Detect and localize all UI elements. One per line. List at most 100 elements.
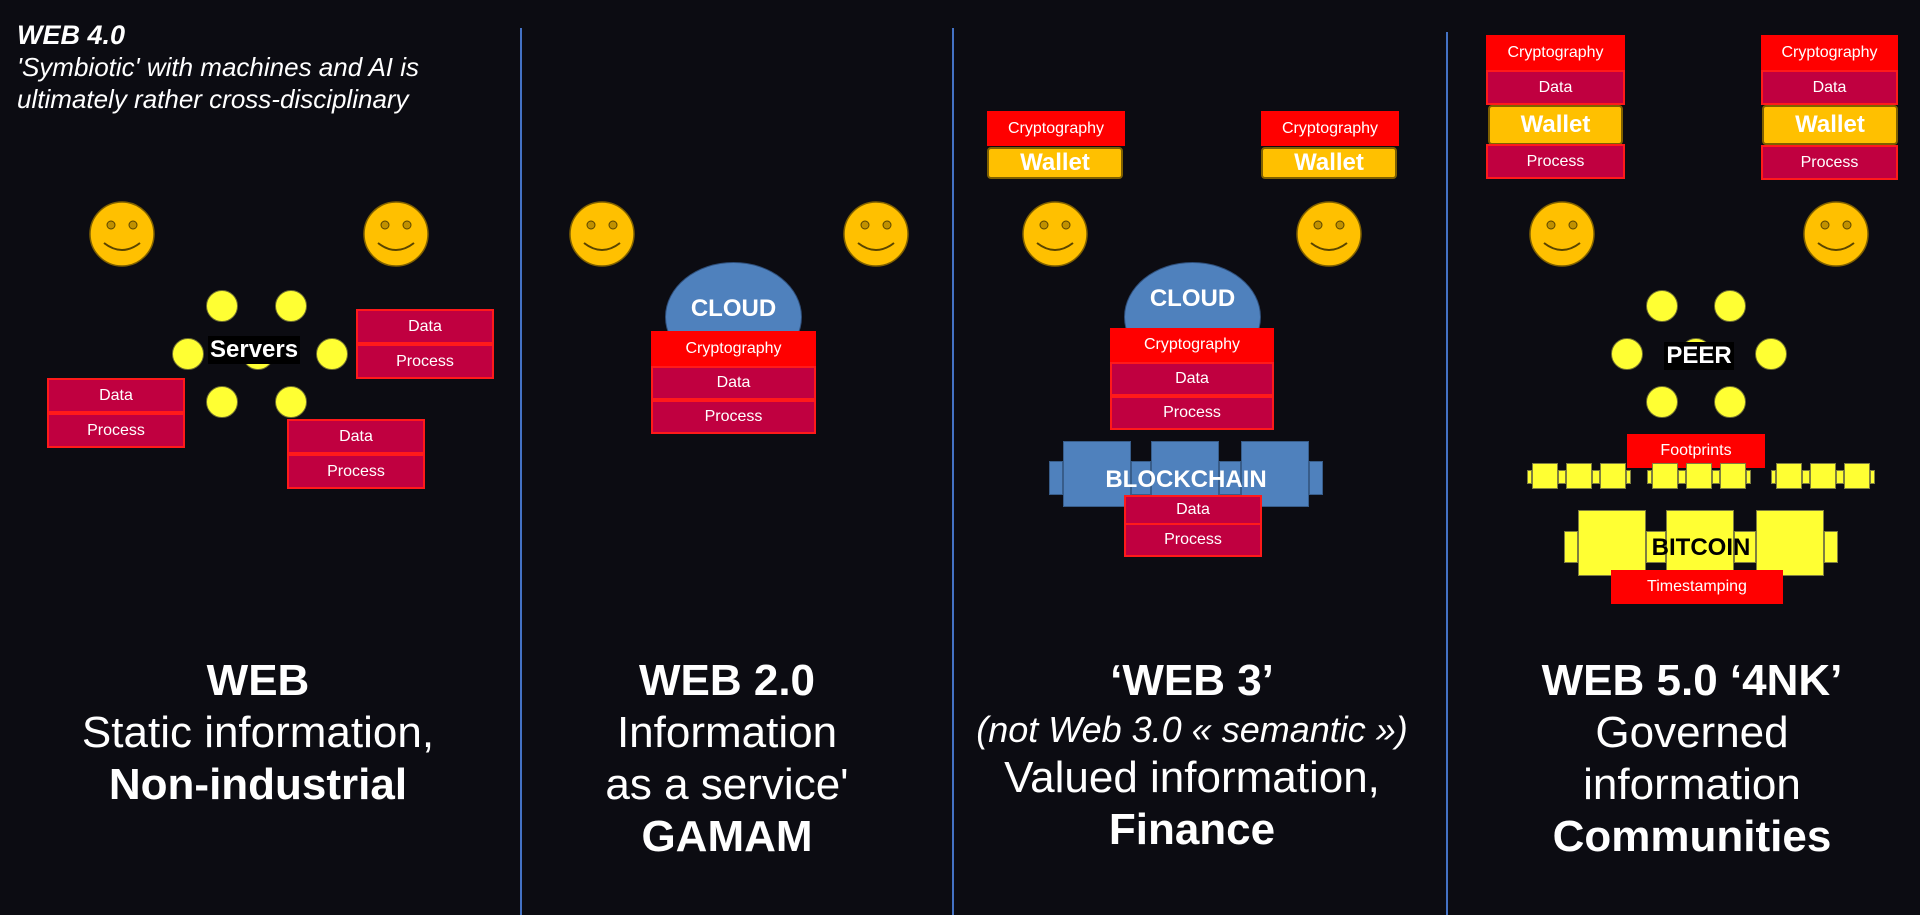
wallet-box: Wallet bbox=[1488, 105, 1623, 145]
data-box: Data bbox=[1110, 362, 1274, 396]
chain-block-icon bbox=[1666, 510, 1734, 576]
node-circle-icon bbox=[1611, 338, 1643, 370]
cryptography-box: Cryptography bbox=[1261, 111, 1399, 146]
smiley-face-icon bbox=[1529, 201, 1595, 267]
cryptography-box: Cryptography bbox=[1486, 35, 1625, 70]
chain-block-icon bbox=[1652, 463, 1678, 489]
title-line: information bbox=[1583, 760, 1801, 809]
chain-block-icon bbox=[1532, 463, 1558, 489]
title-line: (not Web 3.0 « semantic ») bbox=[976, 709, 1408, 750]
node-circle-icon bbox=[1646, 290, 1678, 322]
title-line: as a service' bbox=[605, 760, 849, 809]
process-box: Process bbox=[1110, 396, 1274, 430]
column-title-web2: WEB 2.0 Information as a service' GAMAM bbox=[567, 655, 887, 863]
data-box: Data bbox=[1486, 70, 1625, 105]
chain-block-icon bbox=[1771, 470, 1776, 484]
wallet-box: Wallet bbox=[1261, 147, 1397, 179]
chain-block-icon bbox=[1836, 470, 1844, 484]
chain-block-icon bbox=[1734, 531, 1756, 563]
chain-block-icon bbox=[1647, 470, 1652, 484]
node-circle-icon bbox=[1646, 386, 1678, 418]
title-line: Static information, bbox=[81, 708, 435, 757]
chain-block-icon bbox=[1756, 510, 1824, 576]
process-box: Process bbox=[356, 344, 494, 379]
smiley-face-icon bbox=[363, 201, 429, 267]
title-line: Non-industrial bbox=[108, 760, 408, 809]
cloud-label: CLOUD bbox=[1149, 285, 1236, 312]
smiley-face-icon bbox=[89, 201, 155, 267]
chain-block-icon bbox=[1746, 470, 1751, 484]
chain-block-icon bbox=[1049, 461, 1063, 495]
node-circle-icon bbox=[316, 338, 348, 370]
header-subtitle-2: ultimately rather cross-disciplinary bbox=[17, 84, 409, 114]
chain-block-icon bbox=[1678, 470, 1686, 484]
chain-block-icon bbox=[1527, 470, 1532, 484]
title-line: ‘WEB 3’ bbox=[1110, 656, 1274, 705]
cryptography-box: Cryptography bbox=[1110, 328, 1274, 362]
chain-block-icon bbox=[1720, 463, 1746, 489]
timestamping-box: Timestamping bbox=[1611, 570, 1783, 604]
data-box: Data bbox=[356, 309, 494, 344]
smiley-face-icon bbox=[1022, 201, 1088, 267]
column-divider-1 bbox=[520, 28, 522, 915]
process-box: Process bbox=[1761, 145, 1898, 180]
chain-block-icon bbox=[1646, 531, 1666, 563]
peer-label: PEER bbox=[1664, 342, 1734, 370]
node-circle-icon bbox=[275, 290, 307, 322]
title-line: Information bbox=[616, 708, 838, 757]
chain-block-icon bbox=[1802, 470, 1810, 484]
blockchain-label: BLOCKCHAIN bbox=[1105, 466, 1267, 493]
chain-block-icon bbox=[1309, 461, 1323, 495]
title-line: Valued information, bbox=[1004, 753, 1380, 802]
chain-block-icon bbox=[1566, 463, 1592, 489]
wallet-box: Wallet bbox=[1762, 105, 1898, 145]
data-box: Data bbox=[651, 366, 816, 400]
data-box: Data bbox=[1761, 70, 1898, 105]
data-box: Data bbox=[287, 419, 425, 454]
node-circle-icon bbox=[1714, 290, 1746, 322]
title-line: WEB bbox=[206, 656, 310, 705]
title-line: WEB 5.0 ‘4NK’ bbox=[1541, 656, 1843, 705]
smiley-face-icon bbox=[569, 201, 635, 267]
node-circle-icon bbox=[206, 290, 238, 322]
chain-block-icon bbox=[1686, 463, 1712, 489]
footprints-box: Footprints bbox=[1627, 434, 1765, 468]
chain-block-icon bbox=[1564, 531, 1578, 563]
cryptography-box: Cryptography bbox=[987, 111, 1125, 146]
data-box: Data bbox=[1124, 495, 1262, 525]
title-line: WEB 2.0 bbox=[638, 656, 816, 705]
chain-block-icon bbox=[1870, 470, 1875, 484]
chain-block-icon bbox=[1712, 470, 1720, 484]
header-subtitle-1: 'Symbiotic' with machines and AI is bbox=[17, 52, 420, 82]
header-title: WEB 4.0 bbox=[17, 20, 126, 50]
title-line: Communities bbox=[1552, 812, 1832, 861]
smiley-face-icon bbox=[1803, 201, 1869, 267]
data-box: Data bbox=[47, 378, 185, 413]
title-line: GAMAM bbox=[641, 812, 813, 861]
chain-block-icon bbox=[1558, 470, 1566, 484]
node-circle-icon bbox=[172, 338, 204, 370]
chain-block-icon bbox=[1600, 463, 1626, 489]
chain-block-icon bbox=[1592, 470, 1600, 484]
process-box: Process bbox=[1124, 523, 1262, 557]
process-box: Process bbox=[287, 454, 425, 489]
column-divider-2 bbox=[952, 28, 954, 915]
chain-block-icon bbox=[1810, 463, 1836, 489]
process-box: Process bbox=[1486, 144, 1625, 179]
cloud-label: CLOUD bbox=[690, 295, 777, 322]
column-divider-3 bbox=[1446, 32, 1448, 915]
chain-block-icon bbox=[1824, 531, 1838, 563]
column-title-web5: WEB 5.0 ‘4NK’ Governed information Commu… bbox=[1497, 655, 1887, 863]
process-box: Process bbox=[47, 413, 185, 448]
column-title-web: WEB Static information, Non-industrial bbox=[58, 655, 458, 811]
node-circle-icon bbox=[206, 386, 238, 418]
cryptography-box: Cryptography bbox=[1761, 35, 1898, 70]
node-circle-icon bbox=[1755, 338, 1787, 370]
servers-label: Servers bbox=[208, 336, 301, 364]
cryptography-box: Cryptography bbox=[651, 331, 816, 366]
node-circle-icon bbox=[275, 386, 307, 418]
wallet-box: Wallet bbox=[987, 147, 1123, 179]
title-line: Finance bbox=[1108, 805, 1276, 854]
title-line: Governed bbox=[1595, 708, 1789, 757]
node-circle-icon bbox=[1714, 386, 1746, 418]
